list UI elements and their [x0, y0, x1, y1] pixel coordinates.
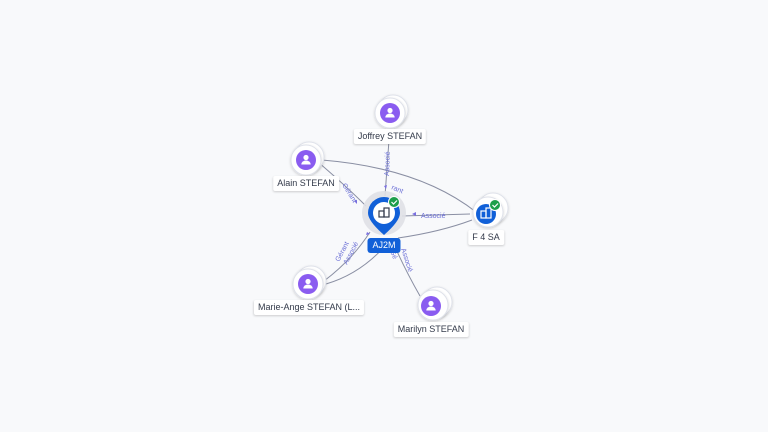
- edge-label-joffrey: Associé: [384, 151, 392, 176]
- edge-alain-f4sa[interactable]: [321, 159, 477, 213]
- node-joffrey[interactable]: [374, 94, 409, 129]
- verified-check-icon: [489, 199, 501, 211]
- node-aj2m-center[interactable]: [362, 191, 406, 235]
- edges: [317, 139, 477, 297]
- edge-label-marilyn-2: Gé: [388, 249, 398, 260]
- node-label-marilyn: Marilyn STEFAN: [393, 322, 469, 337]
- node-marie-ange[interactable]: [292, 265, 327, 300]
- edge-label-f4sa: Associé: [421, 213, 446, 220]
- arrow-joffrey: [384, 185, 387, 189]
- node-f4sa[interactable]: [472, 192, 509, 228]
- node-label-aj2m: AJ2M: [367, 238, 401, 253]
- arrow-f4sa: [412, 212, 416, 216]
- edge-alain-aj2m[interactable]: [317, 161, 367, 207]
- edge-marie-aj2m[interactable]: [323, 231, 371, 282]
- node-marilyn[interactable]: [417, 286, 453, 321]
- edge-label-alain-near: rant: [390, 184, 404, 195]
- edge-f4sa-aj2m[interactable]: [401, 213, 471, 217]
- arrow-alain: [354, 200, 357, 204]
- edge-label-alain: Gérant: [340, 182, 357, 204]
- node-label-f4sa: F 4 SA: [468, 230, 504, 245]
- edge-f4sa-aj2m-2[interactable]: [397, 219, 473, 239]
- arrow-marie: [366, 232, 370, 235]
- verified-check-icon: [388, 196, 400, 208]
- node-label-marie-ange: Marie-Ange STEFAN (L...: [253, 300, 365, 315]
- node-label-alain: Alain STEFAN: [273, 176, 339, 191]
- node-label-joffrey: Joffrey STEFAN: [353, 129, 427, 144]
- node-alain[interactable]: [290, 141, 325, 176]
